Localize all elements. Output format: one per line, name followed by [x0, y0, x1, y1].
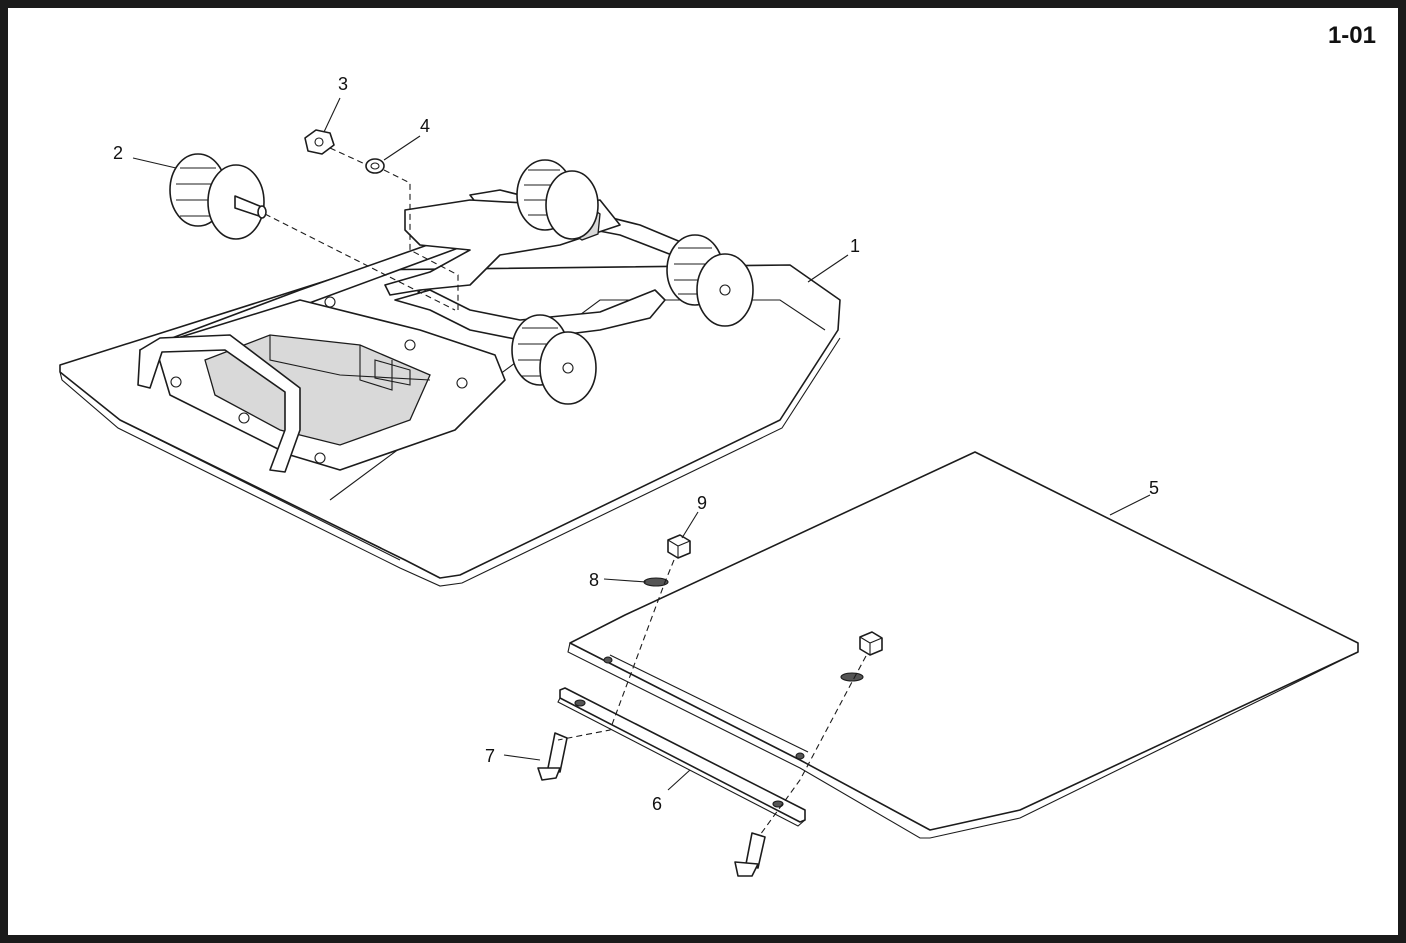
callout-5: 5: [1149, 478, 1159, 498]
nut-right: [859, 631, 883, 656]
washer-left: [643, 577, 669, 587]
buffer-rear-left: [516, 159, 599, 240]
callout-3: 3: [338, 74, 348, 94]
callout-labels: 1 2 3 4 5 6 7 8 9: [113, 74, 1159, 814]
buffer-axis-line: [264, 213, 456, 311]
callout-1: 1: [850, 236, 860, 256]
bolt-axis-left: [557, 559, 675, 741]
leader-lines: [132, 97, 1151, 791]
exploded-buffer: [169, 153, 267, 240]
base-plate-assembly: [59, 189, 841, 587]
bolt-axis-right: [759, 655, 867, 836]
lifting-handle: [137, 334, 301, 473]
plate-extension: [567, 451, 1359, 839]
sheet-number: 1-01: [1327, 22, 1376, 49]
buffer-rear-right: [666, 234, 754, 327]
callout-2: 2: [113, 143, 123, 163]
nut-axis-line: [329, 147, 459, 310]
mounted-buffers: [511, 159, 754, 405]
callout-6: 6: [652, 794, 662, 814]
callout-7: 7: [485, 746, 495, 766]
bolt-left: [537, 732, 568, 781]
buffer-front-right: [511, 314, 597, 405]
clamp-bar: [557, 687, 806, 827]
callout-9: 9: [697, 493, 707, 513]
callout-8: 8: [589, 570, 599, 590]
exploded-washer: [365, 158, 385, 174]
nut-left: [667, 534, 691, 559]
bolt-right: [734, 832, 766, 877]
callout-4: 4: [420, 116, 430, 136]
lower-bracket: [394, 289, 666, 341]
exploded-nut: [304, 129, 335, 155]
washer-right: [840, 672, 864, 682]
